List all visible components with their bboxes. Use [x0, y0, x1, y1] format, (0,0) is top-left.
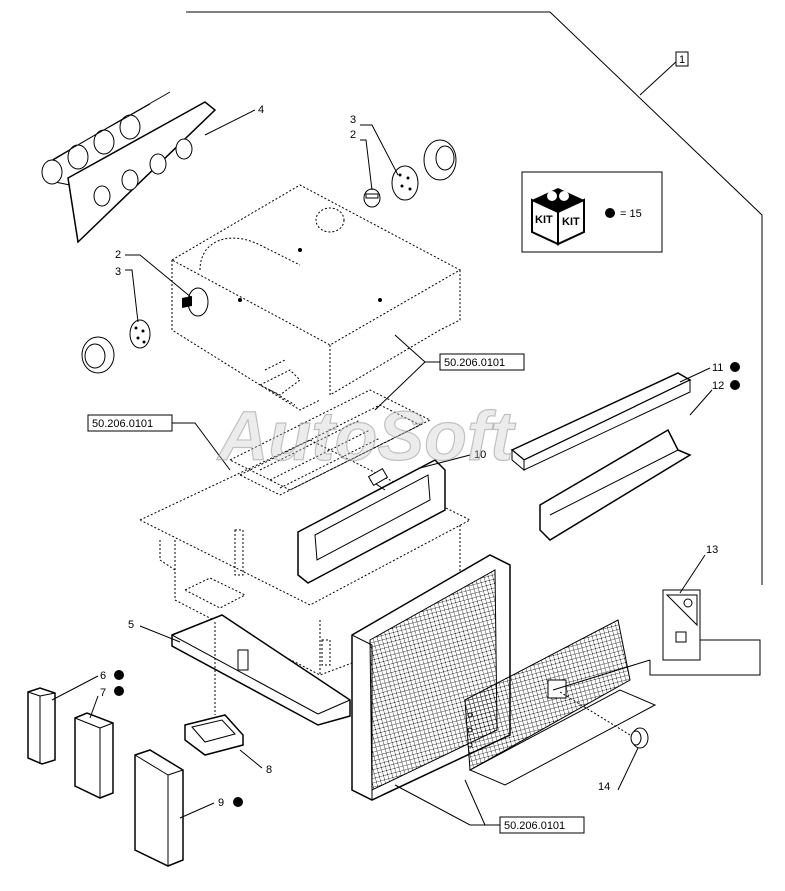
leader-11 — [679, 367, 711, 383]
plug-left — [81, 336, 115, 374]
watermark: AutoSoft — [216, 397, 516, 475]
leader-13 — [679, 554, 706, 594]
callout-3-upper: 3 — [350, 114, 356, 126]
callout-10: 10 — [474, 449, 486, 461]
label-13-pointer — [649, 639, 761, 676]
callout-2-left: 2 — [115, 249, 121, 261]
part-14-knob — [630, 727, 649, 749]
leader-2-left — [125, 254, 193, 299]
svg-text:KIT: KIT — [562, 216, 580, 228]
svg-text:KIT: KIT — [535, 214, 553, 226]
part-2-clip-left — [182, 287, 209, 317]
leader-5 — [139, 625, 181, 643]
part-9-pad — [134, 749, 184, 867]
kit-legend-text: = 15 — [620, 208, 642, 220]
kit-legend: KIT KIT = 15 — [521, 171, 663, 253]
callout-11: 11 — [712, 362, 723, 374]
callout-1-box — [675, 51, 689, 67]
kit-dot-9 — [233, 797, 243, 807]
part-3-grommet-left — [129, 319, 151, 349]
part-11-strip — [510, 372, 692, 472]
kit-cube-icon: KIT KIT — [531, 188, 585, 246]
part-4-connector-plate — [41, 91, 217, 244]
standoff — [237, 649, 249, 671]
leader-7 — [89, 695, 99, 719]
wiring-harness — [258, 359, 301, 406]
part-3-grommet-upper — [391, 165, 419, 201]
kit-dot-icon — [605, 208, 615, 218]
kit-dot-7 — [114, 686, 124, 696]
part-6-pad — [27, 687, 56, 765]
callout-2-upper: 2 — [350, 129, 356, 141]
leader-ref-bottom — [394, 784, 500, 826]
part-5-base-plate — [171, 614, 351, 726]
leader-10 — [419, 454, 471, 469]
ref-bottom-box — [499, 816, 585, 834]
ref-bottom: 50.206.0101 — [504, 820, 565, 832]
plug-upper — [423, 139, 457, 181]
callout-5: 5 — [128, 619, 134, 631]
leader-9 — [179, 802, 215, 819]
part-10-gasket — [297, 459, 446, 584]
kit-dot-6 — [114, 670, 124, 680]
callout-3-left: 3 — [115, 266, 121, 278]
circuit-board — [228, 389, 432, 496]
callout-14: 14 — [598, 781, 610, 793]
kit-dot-12 — [730, 380, 740, 390]
leader-3-upper — [360, 124, 399, 176]
part-2-clip-upper — [363, 188, 381, 208]
callout-1: 1 — [679, 54, 685, 66]
leader-14 — [617, 747, 639, 791]
callout-9: 9 — [218, 797, 224, 809]
callout-12: 12 — [712, 380, 724, 392]
part-7-pad — [74, 712, 114, 799]
leader-8 — [239, 749, 263, 769]
assembly-bracket-1 — [186, 11, 763, 585]
part-12-strip — [539, 428, 692, 541]
ref-upper: 50.206.0101 — [444, 357, 505, 369]
leader-6 — [51, 675, 99, 701]
part-13-label — [662, 589, 701, 661]
ref-upper-box — [439, 353, 525, 371]
callout-4: 4 — [258, 104, 264, 116]
leader-2-upper — [360, 139, 373, 191]
leader-ref-left — [172, 422, 231, 471]
part-8-tray — [184, 714, 244, 756]
leader-4 — [204, 109, 256, 136]
leader-1 — [639, 59, 679, 96]
upper-housing — [170, 184, 462, 411]
kit-dot-11 — [730, 362, 740, 372]
leader-ref-upper — [394, 334, 440, 363]
ref-left: 50.206.0101 — [92, 418, 153, 430]
callout-13: 13 — [706, 544, 718, 556]
callout-6: 6 — [100, 670, 106, 682]
leader-3-left — [125, 269, 139, 323]
callout-8: 8 — [266, 764, 272, 776]
filter-tray — [464, 619, 657, 786]
leader-12 — [689, 389, 713, 416]
callout-7: 7 — [100, 687, 106, 699]
